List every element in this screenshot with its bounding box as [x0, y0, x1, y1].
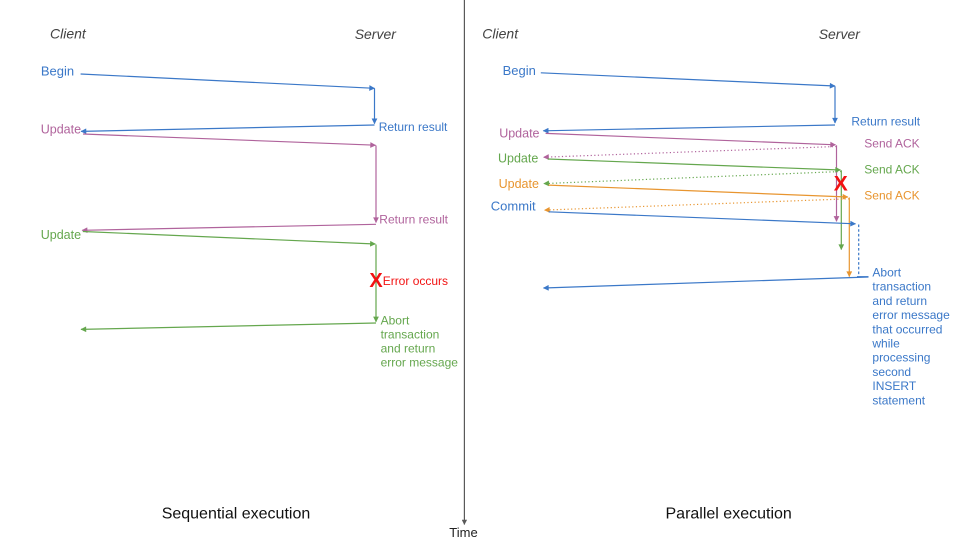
svg-text:X: X: [369, 270, 383, 292]
svg-text:Update: Update: [41, 228, 81, 242]
svg-text:Server: Server: [819, 26, 862, 42]
svg-text:Send ACK: Send ACK: [864, 189, 919, 203]
svg-text:and return: and return: [872, 294, 927, 308]
svg-text:Return result: Return result: [851, 115, 920, 129]
svg-text:X: X: [834, 173, 848, 196]
svg-text:Client: Client: [482, 26, 519, 42]
svg-text:Begin: Begin: [41, 64, 74, 79]
svg-text:Commit: Commit: [491, 198, 536, 213]
svg-text:Update: Update: [498, 151, 538, 165]
svg-text:second: second: [872, 365, 911, 379]
svg-text:Server: Server: [355, 26, 398, 42]
svg-text:while: while: [871, 337, 900, 351]
svg-text:error message: error message: [381, 356, 459, 370]
svg-text:Client: Client: [50, 26, 87, 42]
svg-text:INSERT: INSERT: [872, 379, 916, 393]
svg-text:Update: Update: [499, 177, 539, 191]
svg-text:Update: Update: [41, 122, 81, 136]
svg-text:Send ACK: Send ACK: [864, 136, 919, 150]
svg-text:processing: processing: [872, 351, 930, 365]
svg-text:Sequential execution: Sequential execution: [162, 506, 311, 523]
svg-text:transaction: transaction: [872, 280, 931, 294]
svg-text:Update: Update: [499, 127, 539, 141]
svg-text:statement: statement: [872, 393, 925, 407]
svg-text:Begin: Begin: [503, 63, 536, 78]
svg-text:Send ACK: Send ACK: [864, 163, 919, 177]
svg-text:Parallel execution: Parallel execution: [666, 506, 792, 523]
svg-text:error message: error message: [872, 308, 950, 322]
svg-text:Time: Time: [449, 525, 477, 540]
svg-text:Abort: Abort: [872, 266, 901, 280]
svg-text:transaction: transaction: [381, 328, 440, 342]
svg-text:that occurred: that occurred: [872, 322, 942, 336]
svg-text:Error occurs: Error occurs: [383, 274, 448, 288]
svg-text:and return: and return: [381, 342, 436, 356]
svg-text:Return result: Return result: [379, 120, 448, 134]
svg-text:Abort: Abort: [381, 314, 410, 328]
svg-text:Return result: Return result: [379, 213, 448, 227]
